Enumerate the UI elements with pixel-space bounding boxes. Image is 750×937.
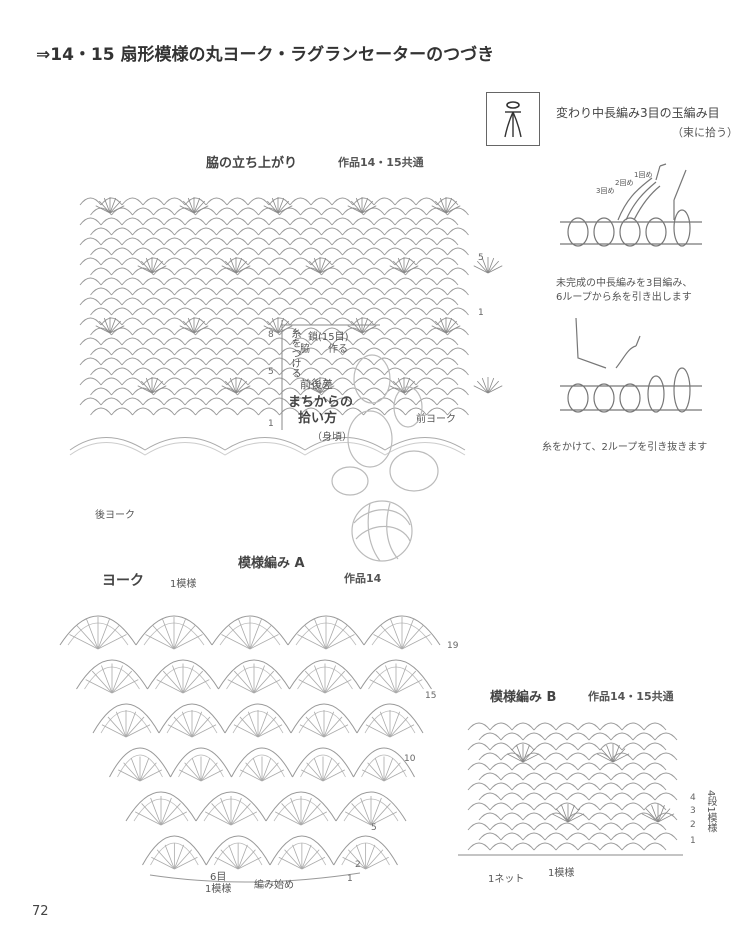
pattern-a-title: 模様編み A: [238, 556, 305, 571]
pattern-a-row-2: 2: [355, 860, 361, 870]
pattern-b-row-1: 1: [690, 836, 696, 846]
stitch-symbol-box: [486, 92, 540, 146]
side-row-label-8: 8: [268, 330, 274, 340]
chain-label: 鎖(15目): [308, 332, 349, 343]
step1-caption-line2: 6ループから糸を引き出します: [556, 292, 692, 303]
pattern-a-row-1: 1: [347, 874, 353, 884]
pattern-b-chart: [458, 722, 683, 856]
side-chart-title: 脇の立ち上がり: [206, 156, 298, 171]
front-back-diff-label: 前後差: [300, 378, 333, 391]
step2-illustration: [560, 317, 702, 413]
front-yoke-label: 前ヨーク: [416, 414, 456, 425]
work-14-label: 作品14: [344, 572, 382, 585]
side-right-row-label-1: 1: [478, 308, 484, 318]
page-title: ⇒14・15 扇形模様の丸ヨーク・ラグランセーターのつづき: [36, 45, 495, 65]
pattern-a-row-5: 5: [371, 823, 377, 833]
side-rise-chart: [69, 197, 503, 456]
yoke-label: ヨーク: [102, 573, 144, 589]
puff-stitch-symbol-icon: [504, 101, 522, 138]
pattern-b-row-repeat: 4段1模様: [705, 790, 716, 833]
pattern-b-title: 模様編み B: [490, 690, 557, 705]
side-label: 脇: [300, 344, 310, 355]
step2-caption: 糸をかけて、2ループを引き抜きます: [542, 442, 708, 453]
net-label: 1ネット: [488, 874, 525, 885]
side-row-label-1: 1: [268, 419, 274, 429]
stitch-symbol-name: 変わり中長編み3目の玉編み目: [556, 106, 720, 120]
pattern-a-row-19: 19: [447, 641, 459, 651]
pattern-b-row-4: 4: [690, 793, 696, 803]
stitch-symbol-note: （束に拾う）: [672, 126, 738, 139]
side-right-row-label-5: 5: [478, 253, 484, 263]
pattern-b-subtitle: 作品14・15共通: [588, 690, 674, 703]
pattern-a-repeat-label: 1模様: [170, 579, 197, 590]
make-label: 作る: [328, 344, 348, 355]
page-number: 72: [32, 904, 49, 919]
pattern-b-repeat-label: 1模様: [548, 868, 575, 879]
pickup-title-line1: まちからの: [288, 395, 354, 410]
attach-yarn-label: 糸をつける: [289, 328, 300, 378]
start-label: 編み始め: [254, 880, 294, 891]
pattern-a-row-15: 15: [425, 691, 437, 701]
side-chart-subtitle: 作品14・15共通: [338, 156, 424, 169]
pattern-b-row-2: 2: [690, 820, 696, 830]
step1-caption-line1: 未完成の中長編みを3目編み、: [556, 278, 693, 289]
pattern-a-chart: [59, 615, 441, 883]
pickup-title-line2: 拾い方: [298, 411, 338, 426]
step1-count-3: 3回め: [596, 187, 615, 195]
pattern-a-row-10: 10: [404, 754, 416, 764]
body-label: （身頃）: [312, 432, 352, 443]
back-yoke-label: 後ヨーク: [95, 510, 135, 521]
stitch-count-6: 6目: [210, 872, 227, 883]
stitch-count-repeat: 1模様: [205, 884, 232, 895]
pattern-b-row-3: 3: [690, 806, 696, 816]
step1-count-2: 2回め: [615, 179, 634, 187]
step1-count-1: 1回め: [634, 171, 653, 179]
yarn-ball-decoration-icon: [331, 354, 439, 562]
step1-illustration: [560, 163, 702, 247]
side-row-label-5: 5: [268, 367, 274, 377]
